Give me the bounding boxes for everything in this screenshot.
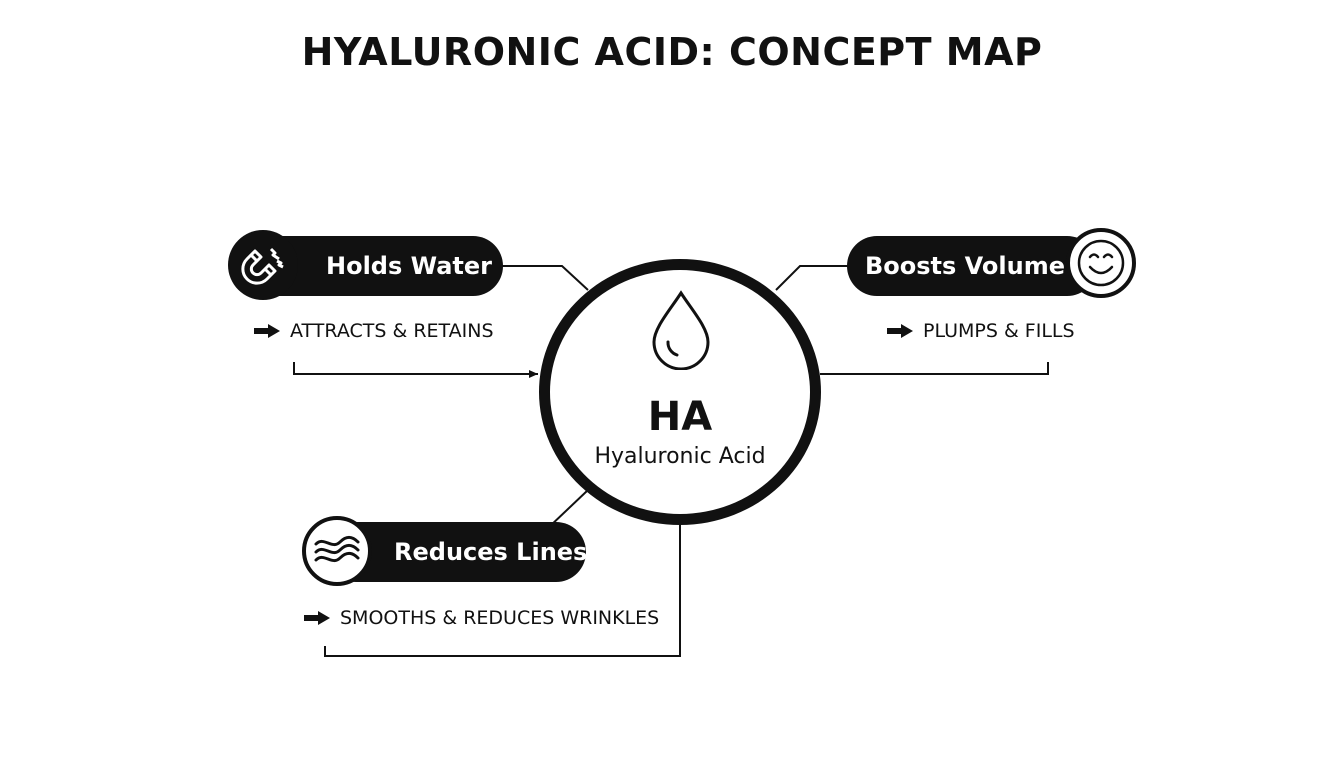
connector-boosts-volume xyxy=(775,265,850,291)
connector-smooths-bracket xyxy=(324,520,681,657)
connector-plumps-bracket xyxy=(820,362,1049,375)
connector-reduces-lines xyxy=(547,489,589,529)
node-label: Holds Water xyxy=(326,252,493,280)
magnet-icon xyxy=(228,230,298,300)
smiley-face-icon xyxy=(1066,228,1136,298)
detail-reduces-lines: SMOOTHS & REDUCES WRINKLES xyxy=(304,607,659,629)
detail-text: PLUMPS & FILLS xyxy=(923,320,1075,342)
connector-holds-water xyxy=(500,265,589,291)
arrow-right-icon xyxy=(254,324,280,338)
detail-boosts-volume: PLUMPS & FILLS xyxy=(887,320,1075,342)
node-boosts-volume: Boosts Volume xyxy=(847,236,1097,296)
water-drop-icon xyxy=(652,290,710,370)
detail-holds-water: ATTRACTS & RETAINS xyxy=(254,320,494,342)
center-abbreviation: HA xyxy=(647,394,713,440)
node-label: Reduces Lines xyxy=(394,538,588,566)
center-name: Hyaluronic Acid xyxy=(594,444,766,469)
arrow-right-icon xyxy=(304,611,330,625)
connector-attracts-arrow xyxy=(293,362,538,378)
center-node: HA Hyaluronic Acid xyxy=(539,259,821,525)
wavy-lines-icon xyxy=(302,516,372,586)
page-title: HYALURONIC ACID: CONCEPT MAP xyxy=(301,30,1043,74)
detail-text: SMOOTHS & REDUCES WRINKLES xyxy=(340,607,660,629)
arrow-right-icon xyxy=(887,324,913,338)
node-label: Boosts Volume xyxy=(865,252,1066,280)
detail-text: ATTRACTS & RETAINS xyxy=(290,320,494,342)
